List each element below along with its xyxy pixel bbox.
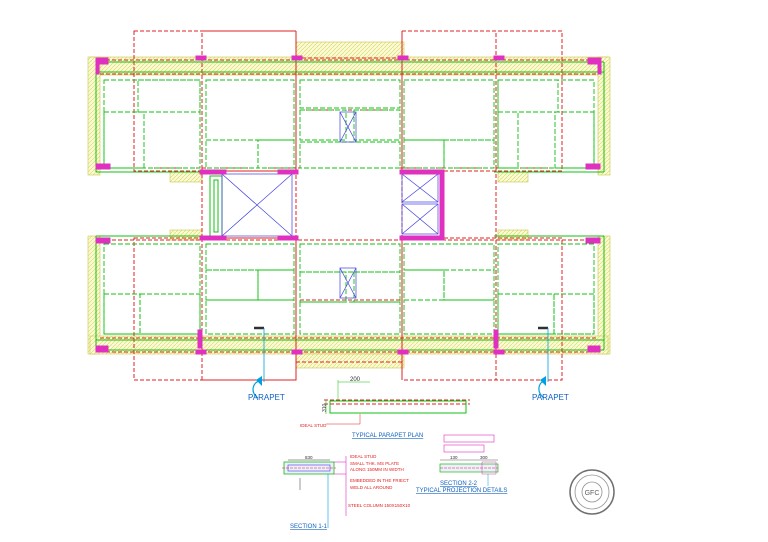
magenta-columns — [95, 55, 602, 355]
parapet-left-label: PARAPET — [248, 393, 285, 402]
gfc-stamp-icon: GFC — [569, 469, 615, 515]
parapet-markers — [252, 326, 549, 399]
note-4: EMBEDDED IN THE FRIECT — [350, 478, 409, 483]
dim-310: 310 — [322, 403, 328, 412]
note-1: IDEAL STUD — [350, 454, 377, 459]
stamp-text: GFC — [585, 490, 600, 497]
note-5: WELD ALL AROUND — [350, 485, 393, 490]
dim-830: 830 — [305, 455, 313, 460]
parapet-plan-detail — [325, 380, 370, 425]
typical-parapet-plan-title: TYPICAL PARAPET PLAN — [352, 433, 423, 439]
note-2: SMALL THK. MS PLATE — [350, 461, 399, 466]
green-solid-lines — [95, 61, 605, 414]
lift-shafts — [221, 111, 439, 299]
dim-200: 200 — [350, 377, 361, 383]
section-2-2-detail — [439, 434, 499, 486]
ideal-stud-label: IDEAL STUD — [300, 423, 327, 428]
section-1-1-title: SECTION 1-1 — [290, 524, 328, 530]
section-1-1-detail — [282, 456, 347, 528]
parapet-right-label: PARAPET — [532, 393, 569, 402]
dim-130: 130 — [450, 455, 458, 460]
hatched-walls — [87, 41, 611, 369]
steel-column-label: STEEL COLUMN 150X150X10 — [348, 503, 411, 508]
note-3: ALONG 150MM IN WIDTH — [350, 467, 404, 472]
green-wall-lines — [103, 79, 595, 335]
dim-300: 300 — [480, 455, 488, 460]
section-2-2-title: SECTION 2-2 — [440, 481, 478, 487]
projection-details-title: TYPICAL PROJECTION DETAILS — [416, 488, 507, 494]
